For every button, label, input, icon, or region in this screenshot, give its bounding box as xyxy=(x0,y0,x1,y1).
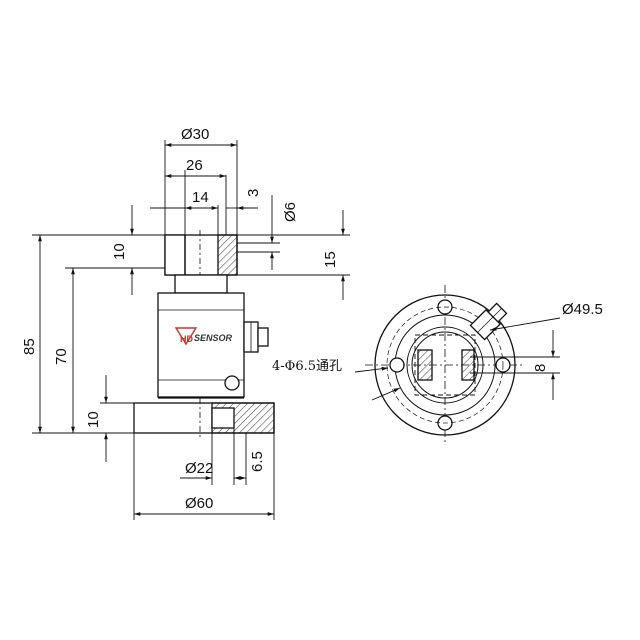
dim-14: 14 xyxy=(192,189,209,206)
dim-26: 26 xyxy=(186,157,203,174)
hole-left xyxy=(389,357,405,373)
dim-70: 70 xyxy=(53,348,70,365)
dim-10-bottom: 10 xyxy=(85,411,102,428)
logo-mark: HD xyxy=(180,334,193,344)
through-holes-note: 4-Φ6.5通孔 xyxy=(272,359,342,374)
logo-text: SENSOR xyxy=(194,333,233,343)
dim-dia-22: Ø22 xyxy=(185,460,213,477)
top-head-section xyxy=(217,234,238,276)
dim-dia-30: Ø30 xyxy=(181,126,209,143)
top-view-dimensions xyxy=(354,317,561,401)
dim-10-top: 10 xyxy=(111,243,128,260)
side-view xyxy=(133,230,275,440)
dim-6-5: 6.5 xyxy=(249,451,266,472)
dim-15: 15 xyxy=(322,251,339,268)
dim-dia-6: Ø6 xyxy=(282,202,299,222)
dim-85: 85 xyxy=(21,338,38,355)
dim-dia-60: Ø60 xyxy=(185,495,213,512)
dim-8: 8 xyxy=(532,364,549,372)
brand-logo: HD SENSOR xyxy=(174,327,233,346)
side-view-dimensions xyxy=(32,140,350,520)
top-view xyxy=(365,285,525,445)
dim-dia-49-5: Ø49.5 xyxy=(562,301,603,318)
dim-3: 3 xyxy=(245,189,262,197)
